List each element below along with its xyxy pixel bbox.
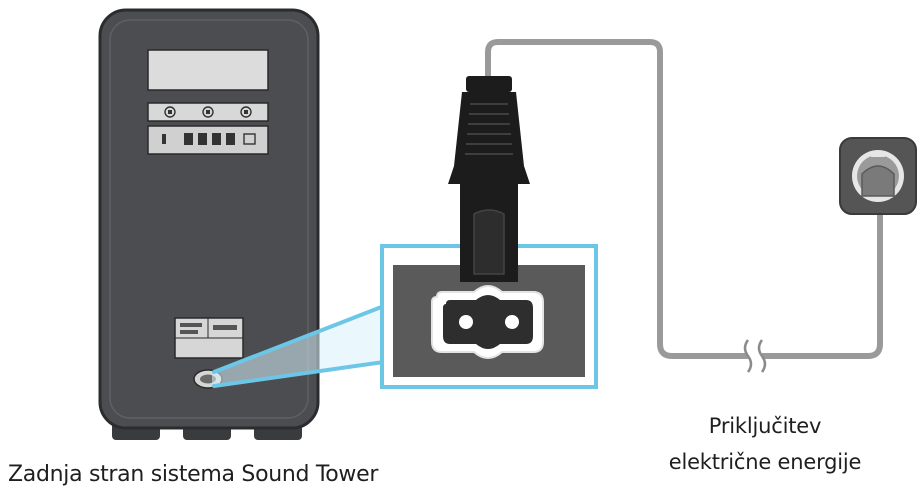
outlet-earth-clip xyxy=(871,152,885,157)
speaker-button-icon-dot xyxy=(244,110,248,114)
socket-pin xyxy=(459,315,473,329)
port-icon xyxy=(184,133,193,145)
speaker-button-icon xyxy=(202,106,214,118)
speaker-connector-panel xyxy=(147,125,269,155)
port-icon xyxy=(198,133,207,145)
plug-shoulder xyxy=(448,166,530,184)
sound-tower-speaker xyxy=(98,8,320,440)
rating-label-text-line xyxy=(180,330,198,334)
zoom-callout-line xyxy=(212,360,386,388)
speaker-button-icon-dot xyxy=(206,110,210,114)
rating-label-text-line xyxy=(180,323,202,327)
power-cable xyxy=(485,39,748,359)
speaker-button-icon-dot xyxy=(168,110,172,114)
speaker-display-panel xyxy=(147,49,269,91)
rating-label-text-line xyxy=(213,325,237,330)
outlet-plug-inserted xyxy=(861,165,895,197)
port-icon xyxy=(162,134,166,144)
speaker-body-inner-edge xyxy=(109,19,309,419)
power-connection-caption: Priključitev električne energije xyxy=(640,408,890,480)
cable-break-icon xyxy=(757,339,767,373)
back-panel-caption: Zadnja stran sistema Sound Tower xyxy=(8,462,379,487)
plug-grip xyxy=(454,92,524,166)
zoom-callout-line xyxy=(212,304,386,374)
zoomed-socket xyxy=(380,244,598,389)
speaker-button-icon xyxy=(164,106,176,118)
port-icon xyxy=(243,133,256,145)
speaker-button-icon xyxy=(240,106,252,118)
plug-strain-relief xyxy=(466,76,512,92)
wall-outlet-icon xyxy=(839,137,917,215)
cable-break-icon xyxy=(743,339,753,373)
port-icon xyxy=(212,133,221,145)
power-caption-line-2: električne energije xyxy=(668,450,862,474)
socket-pin xyxy=(505,315,519,329)
port-icon xyxy=(226,133,235,145)
plug-head-detail xyxy=(473,209,505,275)
figure-8-socket-recess xyxy=(443,295,533,349)
zoom-callout-fill xyxy=(212,306,384,386)
power-plug-icon xyxy=(448,76,530,282)
outlet-earth-clip xyxy=(871,195,885,200)
power-caption-line-1: Priključitev xyxy=(708,414,822,438)
power-cable xyxy=(762,210,883,359)
